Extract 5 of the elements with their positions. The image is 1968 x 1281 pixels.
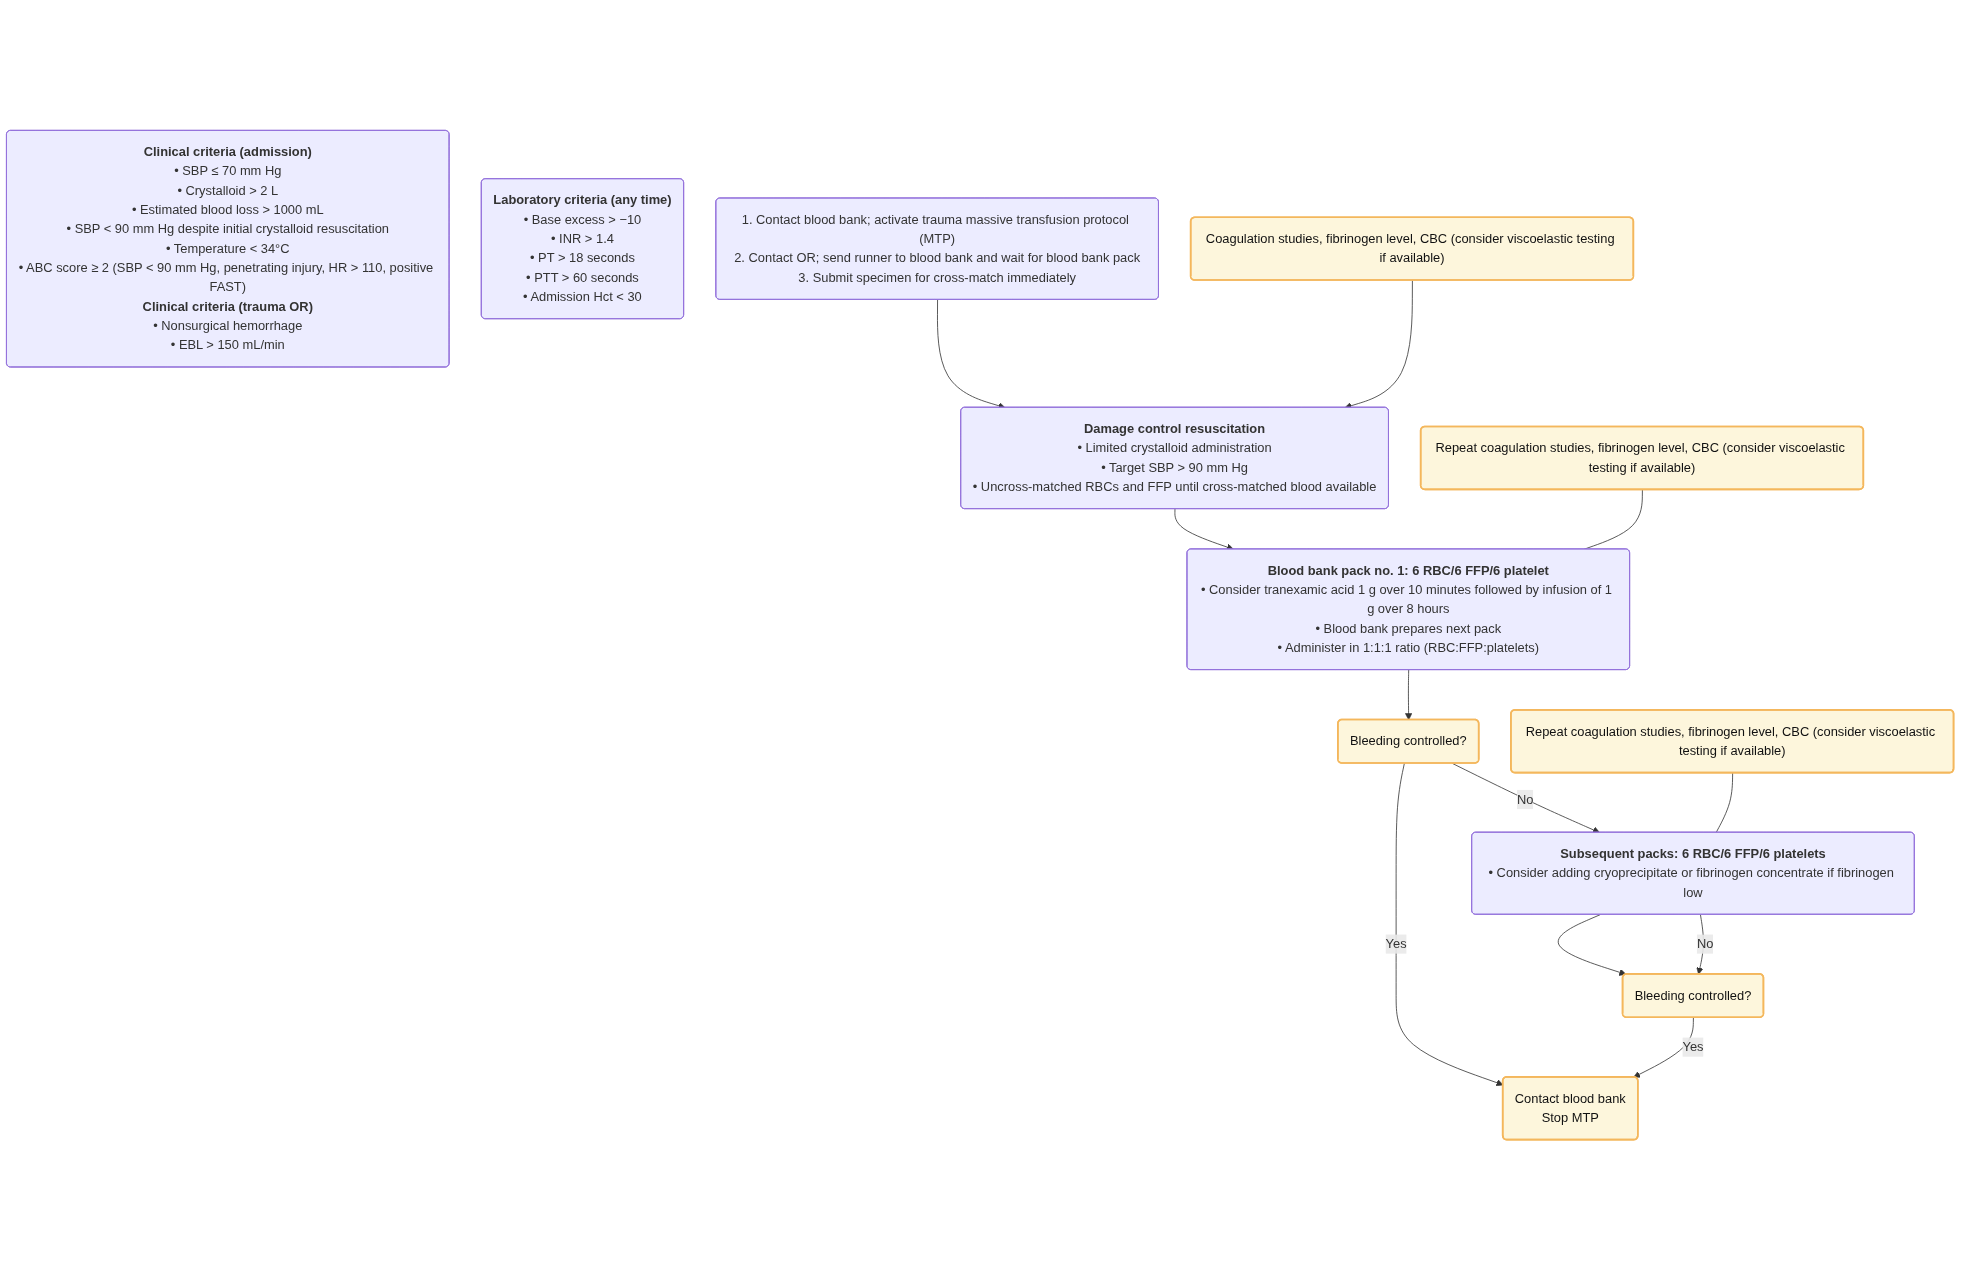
edge-label: Yes: [1682, 1039, 1704, 1054]
edge-label: No: [1516, 792, 1534, 806]
edge-label: Yes: [1385, 936, 1407, 951]
edge-label: No: [1696, 936, 1714, 951]
connector: [1715, 772, 1734, 833]
